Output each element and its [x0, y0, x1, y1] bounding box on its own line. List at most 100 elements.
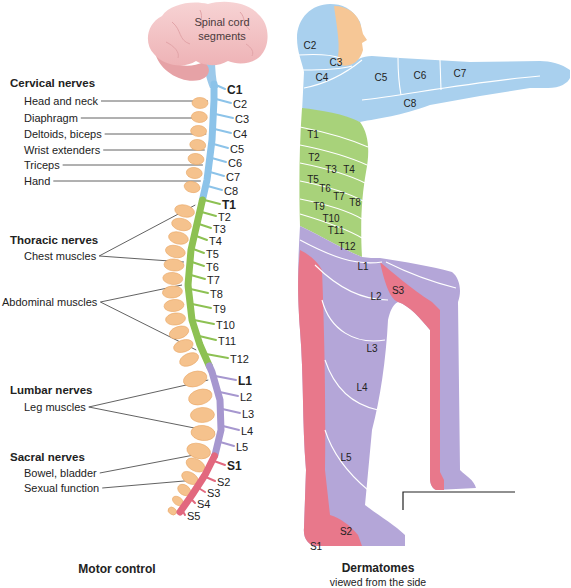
- dermatome-label: S3: [392, 286, 404, 296]
- dermatome-label: T10: [322, 214, 339, 224]
- segment-label: L2: [240, 392, 252, 403]
- dermatome-label: C5: [375, 73, 388, 83]
- boundary-line: [322, 300, 385, 341]
- boundary-line: [325, 360, 378, 410]
- nerve-root: [199, 224, 211, 228]
- boundary-line: [300, 145, 367, 165]
- vertebra: [167, 230, 189, 246]
- muscle-label: Head and neck: [24, 96, 98, 107]
- nerve-root: [214, 461, 225, 465]
- nerve-root: [202, 212, 216, 216]
- muscle-label: Diaphragm: [24, 113, 78, 124]
- nerve-root: [199, 488, 205, 492]
- nerve-root: [206, 477, 215, 481]
- dermatome-label: C4: [316, 73, 329, 83]
- dermatome-label: T11: [328, 226, 345, 236]
- boundary-line: [303, 66, 352, 70]
- dermatome-label: S1: [310, 542, 322, 552]
- brain-fold: [246, 44, 253, 56]
- nerve-root: [183, 511, 185, 515]
- dermatome-label: L1: [357, 262, 368, 272]
- muscle-label: Deltoids, biceps: [24, 129, 102, 140]
- face: [334, 6, 367, 66]
- dermatome-label: T1: [307, 130, 319, 140]
- boundary-line: [398, 58, 401, 95]
- dermatome-label: L3: [366, 344, 377, 354]
- nerve-root: [193, 249, 204, 253]
- segment-label: T7: [207, 275, 220, 286]
- nerve-root: [216, 99, 231, 103]
- vertebra: [167, 506, 178, 517]
- vertebra: [170, 216, 192, 232]
- dermatome-label: T5: [307, 175, 319, 185]
- sacral-dermatome: [298, 250, 362, 546]
- dermatome-label: T2: [308, 153, 320, 163]
- nerve-root: [194, 320, 214, 324]
- segment-label: T4: [209, 236, 222, 247]
- boundary-line: [300, 127, 368, 147]
- segment-label: C8: [224, 186, 238, 197]
- leader-line: [53, 181, 200, 182]
- nerve-root: [192, 304, 211, 308]
- nerve-root: [215, 129, 231, 133]
- nerve-group-heading: Thoracic nerves: [10, 235, 98, 247]
- nerve-root: [215, 376, 236, 380]
- muscle-label: Abdominal muscles: [2, 297, 97, 308]
- leader-line: [101, 101, 208, 102]
- segment-label: T1: [222, 199, 236, 211]
- segment-label: L1: [238, 375, 252, 387]
- segment-label: C3: [235, 114, 249, 125]
- nerve-root: [223, 426, 239, 430]
- segment-label: T6: [206, 262, 219, 273]
- vertebra: [182, 368, 209, 389]
- muscle-label: Bowel, bladder: [24, 468, 97, 479]
- dermatome-label: L2: [370, 292, 381, 302]
- segment-label: T10: [216, 320, 235, 331]
- vertebra: [162, 285, 183, 299]
- nerve-group-heading: Cervical nerves: [10, 78, 95, 90]
- leader-line: [105, 134, 207, 135]
- segment-label: L3: [242, 409, 254, 420]
- segment-label: S2: [217, 477, 230, 488]
- boundary-line: [362, 76, 540, 100]
- cerebrum: [148, 2, 268, 66]
- dermatome-label: L5: [340, 453, 351, 463]
- vertebra: [191, 111, 208, 123]
- nerve-root: [192, 262, 204, 266]
- dermatome-label: C2: [304, 41, 317, 51]
- dermatome-label: T9: [313, 202, 325, 212]
- segment-label: T12: [230, 354, 249, 365]
- nerve-root: [199, 336, 216, 340]
- panel-caption: Dermatomes: [342, 562, 415, 574]
- vertebra: [174, 203, 196, 219]
- segment-label: T5: [206, 249, 219, 260]
- cervical-dermatome: [297, 4, 570, 122]
- segment-label: C6: [228, 158, 242, 169]
- segment-label: L5: [236, 442, 248, 453]
- vertebra: [190, 424, 215, 441]
- boundary-line: [300, 240, 382, 263]
- dermatome-label: C3: [330, 58, 343, 68]
- nerve-root: [212, 158, 226, 162]
- segment-label: T3: [213, 224, 226, 235]
- dermatome-boundaries: [298, 54, 540, 490]
- spinal-cord: [202, 84, 214, 200]
- segment-label: C7: [226, 172, 240, 183]
- nerve-root: [216, 85, 225, 89]
- boundary-line: [300, 214, 362, 238]
- nerve-root: [191, 275, 205, 279]
- nerve-group-heading: Sacral nerves: [10, 452, 85, 464]
- muscle-label: Hand: [24, 176, 50, 187]
- dermatome-label: S2: [340, 527, 352, 537]
- muscle-label: Wrist extenders: [24, 145, 100, 156]
- vertebra: [183, 180, 201, 194]
- vertebra: [178, 350, 201, 369]
- segment-label: T8: [210, 289, 223, 300]
- segment-label: T11: [218, 336, 236, 347]
- segment-label: S5: [187, 511, 200, 522]
- vertebra: [163, 298, 184, 312]
- segment-label: C1: [227, 84, 242, 96]
- dermatome-label: T4: [343, 165, 355, 175]
- nerve-root: [215, 114, 233, 118]
